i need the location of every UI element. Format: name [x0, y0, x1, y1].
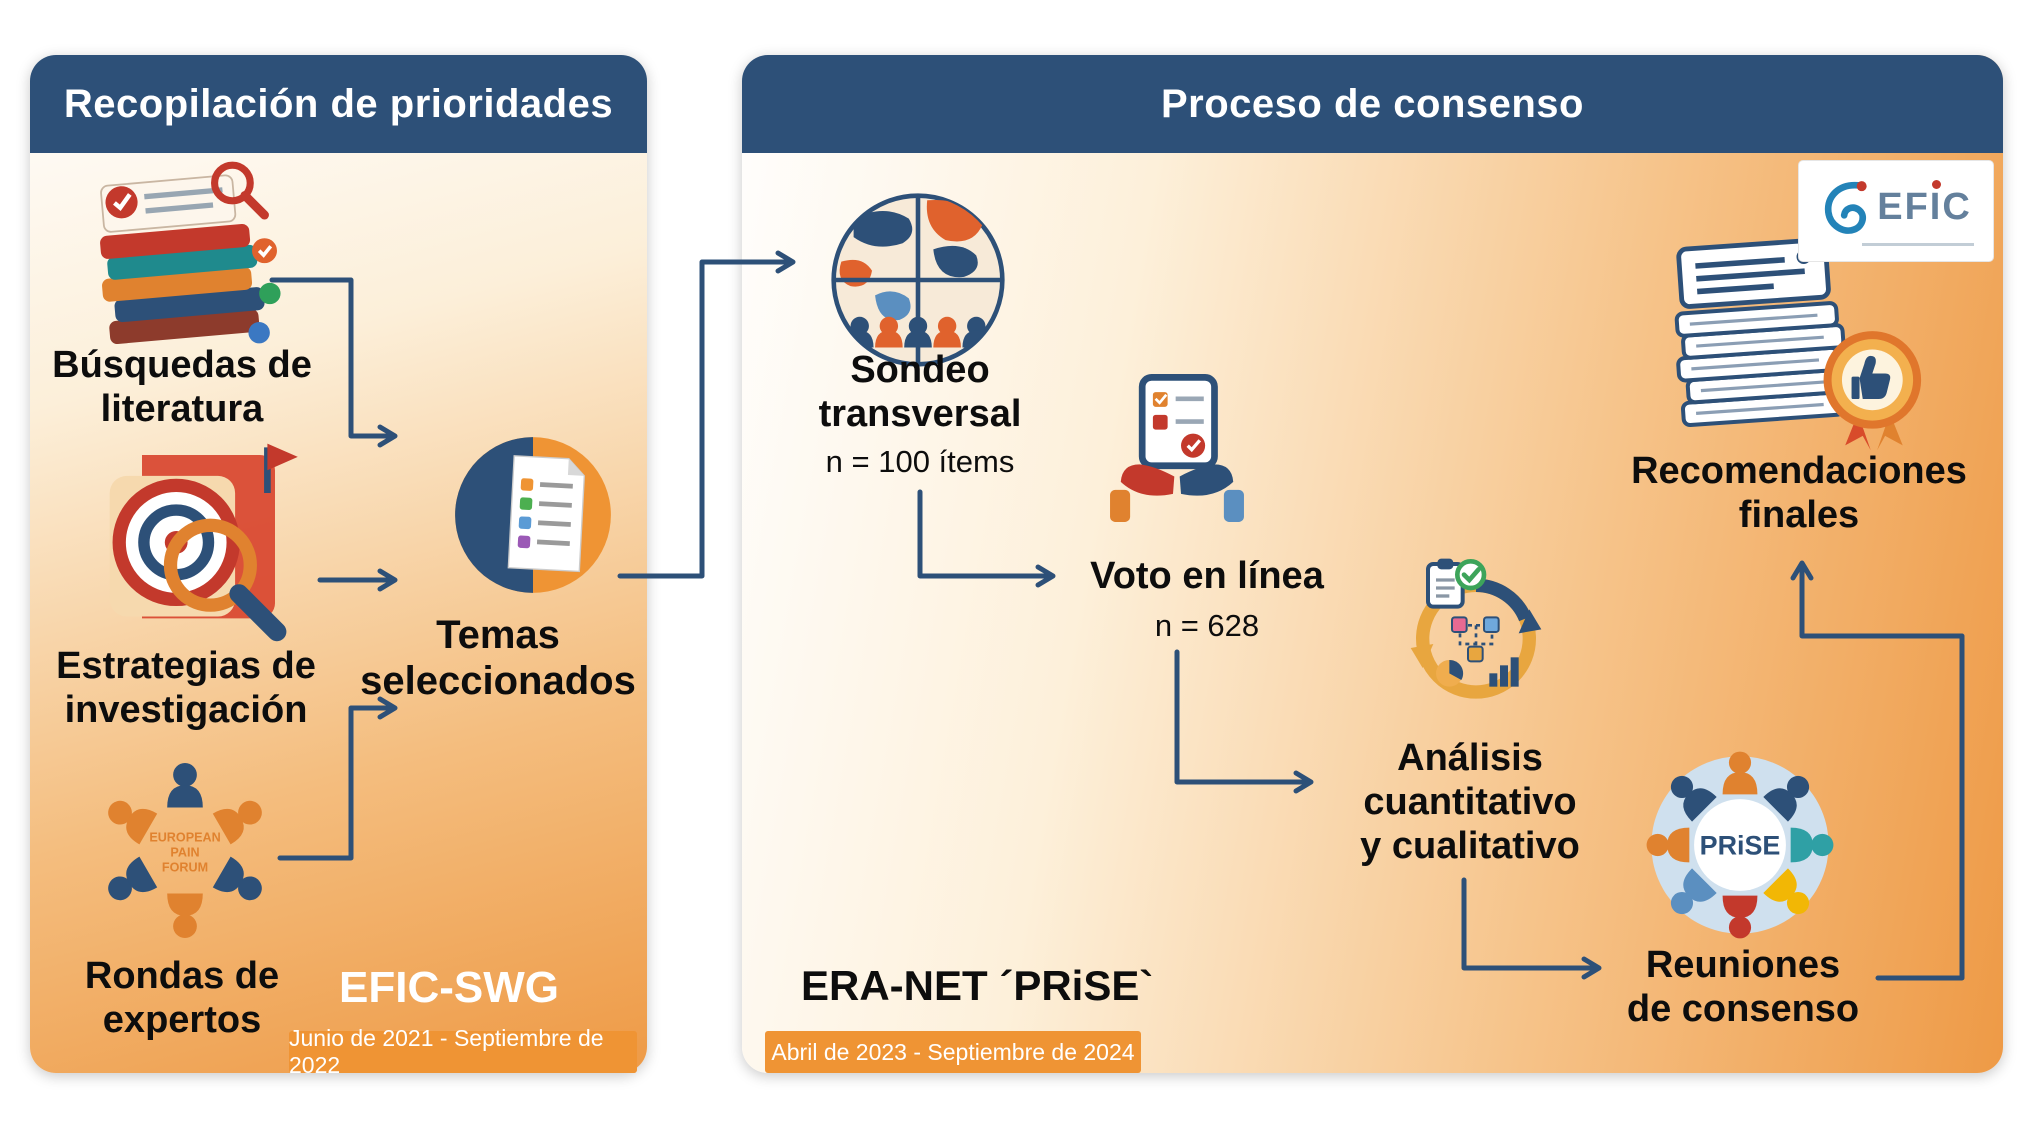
svg-text:EUROPEAN: EUROPEAN [149, 831, 220, 845]
recommendations-icon [1666, 228, 1922, 463]
literature-search-label: Búsquedas de literatura [52, 344, 312, 431]
expert-rounds-icon: EUROPEAN PAIN FORUM [96, 758, 274, 943]
expert-rounds-label: Rondas de expertos [84, 955, 280, 1042]
era-net-label: ERA-NET ´PRiSE` [801, 962, 1154, 1009]
efic-logo-tagline [1862, 242, 1974, 246]
selected-topics-label: Temas seleccionados [360, 613, 636, 704]
svg-text:FORUM: FORUM [162, 860, 208, 874]
priorities-panel-header: Recopilación de prioridades [30, 55, 647, 153]
efic-logo-wordmark: EFIC [1877, 179, 1972, 228]
consensus-panel-header: Proceso de consenso [742, 55, 2003, 153]
consensus-panel-title: Proceso de consenso [1161, 81, 1584, 126]
recommendations-label: Recomendaciones finales [1631, 450, 1967, 537]
research-strategies-icon [85, 428, 313, 653]
analysis-icon [1396, 556, 1556, 716]
right-date-badge: Abril de 2023 - Septiembre de 2024 [765, 1031, 1141, 1073]
research-strategies-label: Estrategias de investigación [56, 645, 316, 732]
efic-logo-swirl [1825, 180, 1867, 234]
priorities-panel-title: Recopilación de prioridades [63, 81, 614, 126]
svg-text:PAIN: PAIN [170, 845, 199, 859]
survey-label: Sondeo transversal [818, 349, 1022, 436]
efic-logo-text: EFIC [1877, 185, 1972, 228]
literature-search-icon [75, 158, 290, 363]
efic-logo-dot [1932, 179, 1942, 189]
efic-logo: EFIC [1799, 161, 1993, 261]
efic-swg-label: EFIC-SWG [339, 963, 559, 1012]
survey-n-label: n = 100 ítems [825, 444, 1015, 479]
left-date-badge: Junio de 2021 - Septiembre de 2022 [289, 1025, 637, 1078]
online-vote-label: Voto en línea [1090, 555, 1324, 597]
prise-logo: PRiSE [1645, 750, 1835, 940]
svg-text:PRiSE: PRiSE [1700, 831, 1781, 861]
selected-topics-icon [451, 433, 615, 597]
online-vote-icon [1110, 372, 1244, 522]
vote-n-label: n = 628 [1154, 608, 1260, 643]
analysis-label: Análisis cuantitativo y cualitativo [1360, 737, 1580, 868]
consensus-meetings-label: Reuniones de consenso [1626, 944, 1860, 1031]
survey-globe-icon [826, 188, 1010, 372]
